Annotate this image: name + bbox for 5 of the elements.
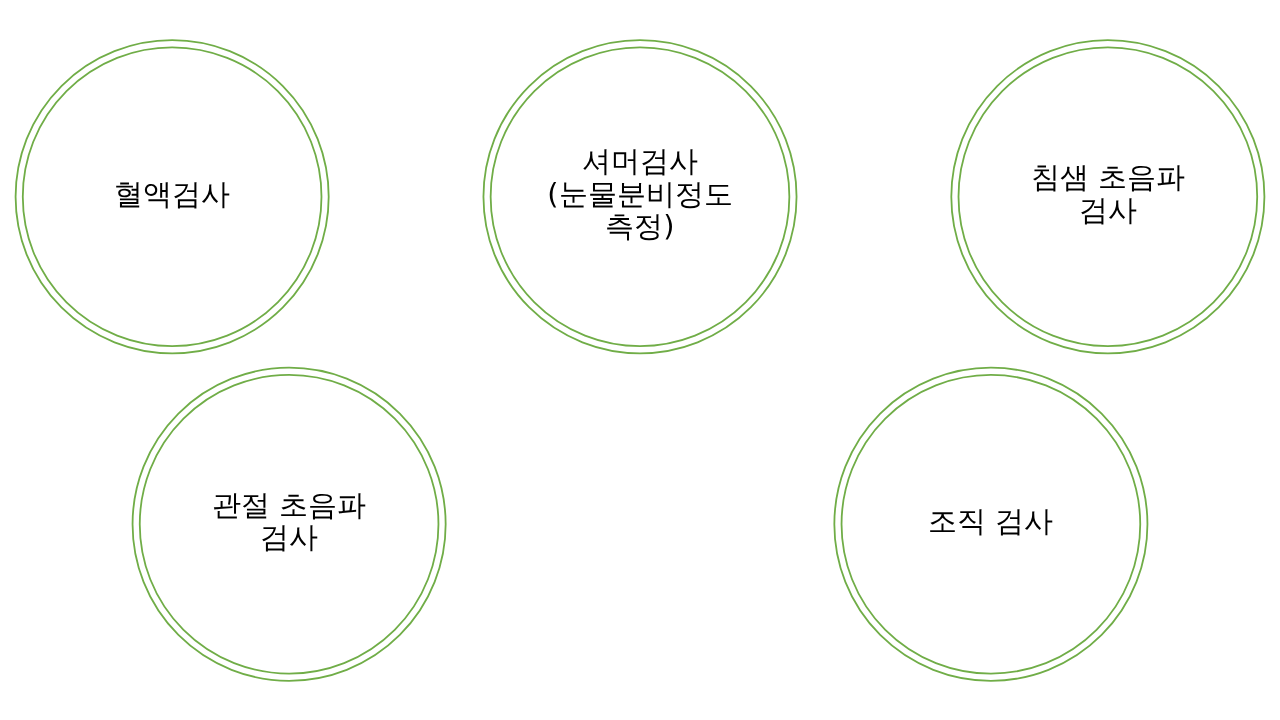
node-circle: 침샘 초음파 검사 <box>950 38 1266 354</box>
node-circle: 혈액검사 <box>14 38 330 354</box>
node-circle: 조직 검사 <box>833 366 1149 682</box>
node-circle: 관절 초음파 검사 <box>131 366 447 682</box>
node-circle: 셔머검사 (눈물분비정도 측정) <box>482 38 798 354</box>
